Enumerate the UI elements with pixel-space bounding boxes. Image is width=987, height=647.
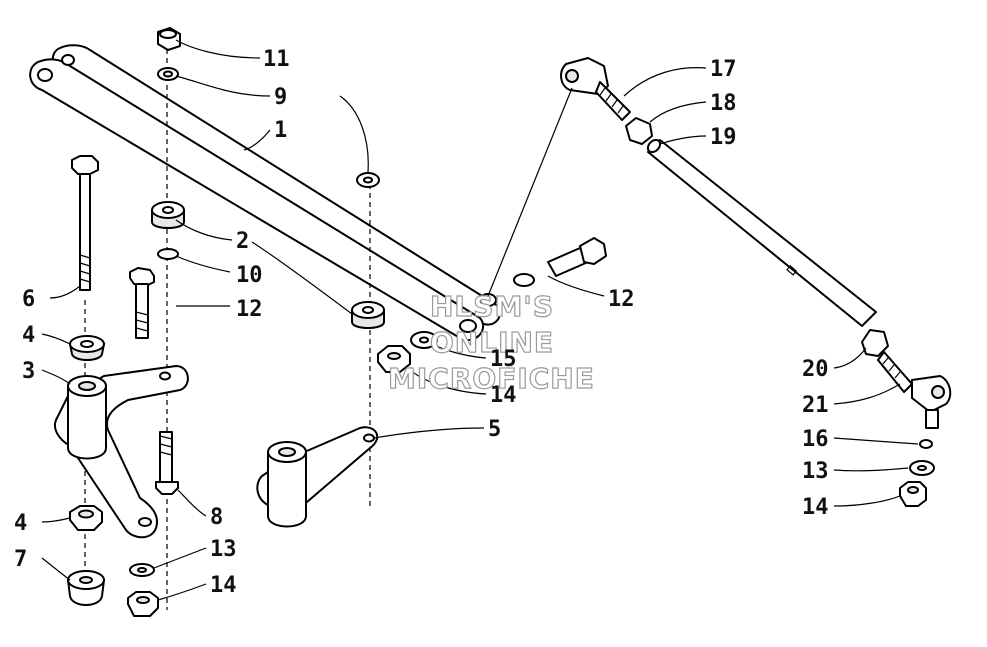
watermark: HLSM'S ONLINE MICROFICHE — [387, 289, 595, 395]
callout-15: 15 — [490, 347, 517, 372]
callout-16: 16 — [802, 427, 829, 452]
spacer-2 — [151, 201, 185, 229]
callout-3: 3 — [22, 359, 35, 384]
callout-5: 5 — [488, 417, 501, 442]
callout-1: 1 — [274, 118, 287, 143]
leader-lines — [41, 39, 919, 601]
washer-16 — [919, 439, 933, 449]
callout-9: 9 — [274, 85, 287, 110]
callout-12-left: 12 — [236, 297, 263, 322]
callout-13-left: 13 — [210, 537, 237, 562]
nut-14-left — [127, 591, 159, 617]
nut-7 — [67, 570, 105, 606]
callout-14-center: 14 — [490, 383, 517, 408]
callout-7: 7 — [14, 547, 27, 572]
steering-bracket-5 — [256, 426, 379, 528]
watermark-line-3: MICROFICHE — [388, 362, 595, 395]
callout-13-right: 13 — [802, 459, 829, 484]
connection-line — [487, 87, 573, 297]
callout-2: 2 — [236, 229, 249, 254]
callout-labels: 11 9 1 2 10 12 6 4 3 4 7 8 13 14 5 15 14… — [14, 47, 829, 598]
callout-17: 17 — [710, 57, 737, 82]
bolt-12-left — [129, 267, 155, 339]
washer-10 — [157, 248, 179, 260]
tie-rod-end-17 — [560, 57, 631, 121]
nut-4-lower — [69, 505, 103, 531]
nut-11 — [157, 27, 181, 51]
washer-4-upper — [68, 335, 106, 361]
bolt-8 — [155, 431, 179, 495]
callout-4-upper: 4 — [22, 323, 35, 348]
washer-12 — [513, 273, 535, 287]
jam-nut-20 — [861, 329, 889, 357]
callout-6: 6 — [22, 287, 35, 312]
steering-bracket-3 — [54, 365, 189, 539]
callout-10: 10 — [236, 263, 263, 288]
callout-21: 21 — [802, 393, 829, 418]
bolt-12-right — [547, 237, 607, 277]
tie-rod-tube-19 — [646, 138, 877, 327]
watermark-line-1: HLSM'S — [430, 290, 554, 323]
callout-19: 19 — [710, 125, 737, 150]
callout-14-left: 14 — [210, 573, 237, 598]
watermark-line-2: ONLINE — [430, 326, 554, 359]
callout-12-right: 12 — [608, 287, 635, 312]
jam-nut-18 — [625, 117, 653, 145]
callout-4-lower: 4 — [14, 511, 27, 536]
nut-14-right — [899, 481, 927, 507]
bolt-6 — [71, 155, 99, 291]
callout-11: 11 — [263, 47, 290, 72]
callout-20: 20 — [802, 357, 829, 382]
callout-8: 8 — [210, 505, 223, 530]
callout-14-right: 14 — [802, 495, 829, 520]
callout-18: 18 — [710, 91, 737, 116]
tie-rod-end-21 — [877, 351, 952, 429]
nut-14-center — [377, 345, 411, 373]
spacer-2b — [351, 301, 385, 329]
